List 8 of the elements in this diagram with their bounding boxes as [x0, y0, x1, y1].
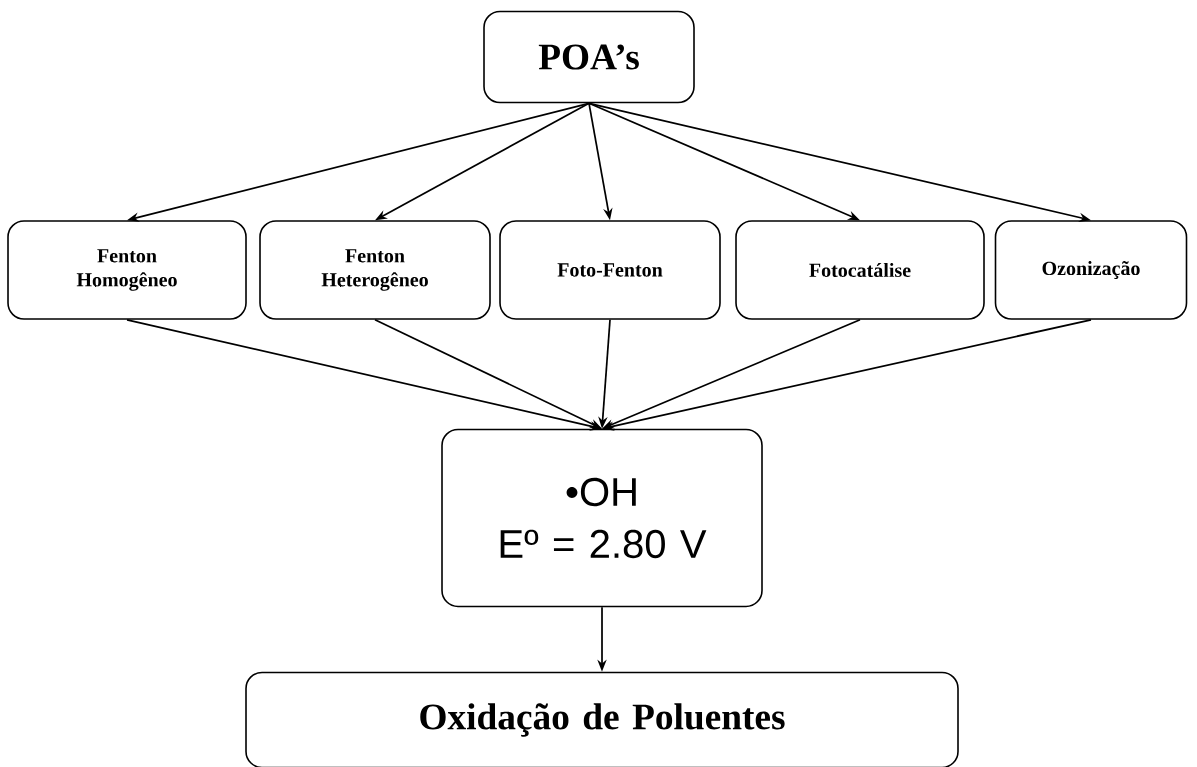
process-box: POA’s: [483, 10, 695, 104]
process-box: Fenton Heterogêneo: [259, 220, 491, 320]
process-box: Oxidação de Poluentes: [245, 671, 959, 767]
process-box: •OH Eº = 2.80 V: [441, 428, 763, 608]
process-box: Ozonização: [994, 220, 1188, 320]
process-box: Foto-Fenton: [499, 220, 721, 320]
process-box: Fenton Homogêneo: [7, 220, 247, 320]
process-box: Fotocatálise: [735, 220, 985, 320]
